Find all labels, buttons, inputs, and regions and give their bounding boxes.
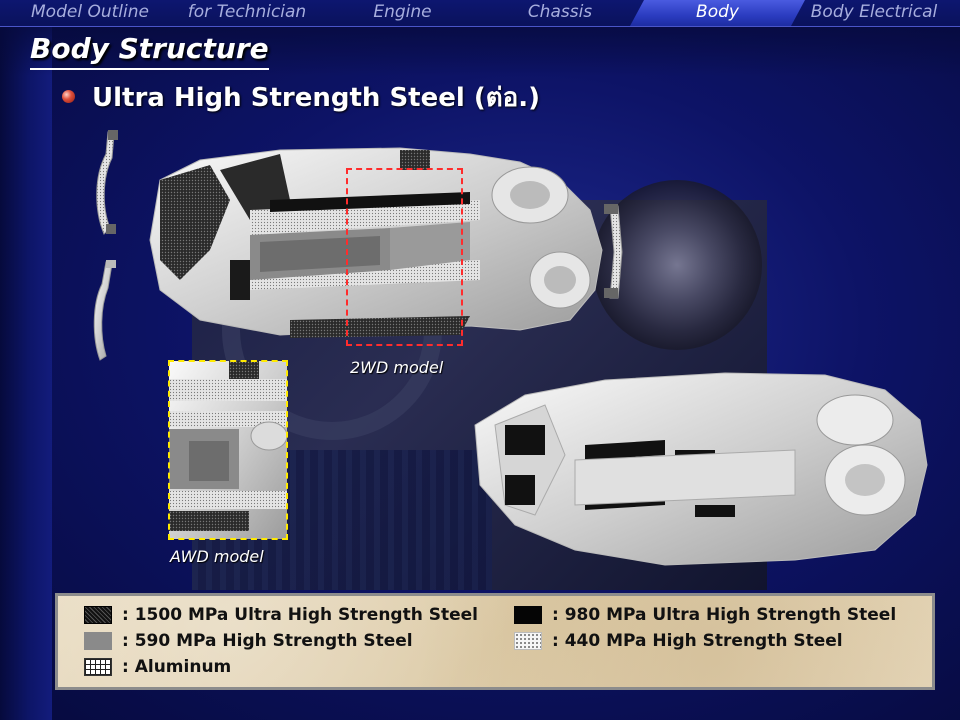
material-legend: : 1500 MPa Ultra High Strength Steel : 9…	[55, 593, 935, 690]
page-title: Body Structure	[30, 30, 269, 70]
awd-detail-image	[169, 361, 287, 539]
legend-label: : Aluminum	[122, 657, 232, 677]
legend-label: : 440 MPa High Strength Steel	[552, 631, 843, 651]
bullet-icon	[62, 90, 75, 103]
rear-bumper-reinforcement-image	[93, 260, 116, 361]
legend-label: : 590 MPa High Strength Steel	[122, 631, 413, 651]
tab-body[interactable]: Body	[630, 0, 805, 26]
grid-swatch-icon	[84, 658, 112, 676]
left-decor-band	[0, 26, 52, 720]
tab-engine[interactable]: Engine	[373, 2, 432, 22]
tab-body-electrical[interactable]: Body Electrical	[810, 2, 938, 22]
2wd-model-label: 2WD model	[350, 358, 444, 377]
awd-highlight-box	[168, 360, 288, 540]
black-swatch-icon	[514, 606, 542, 624]
2wd-body-structure-image	[149, 147, 603, 338]
front-bumper-reinforcement-image	[96, 130, 118, 235]
legend-label: : 1500 MPa Ultra High Strength Steel	[122, 605, 478, 625]
tab-chassis[interactable]: Chassis	[527, 2, 593, 22]
2wd-highlight-box	[346, 168, 463, 346]
tab-model-outline[interactable]: Model Outline	[31, 2, 149, 22]
legend-label: : 980 MPa Ultra High Strength Steel	[552, 605, 897, 625]
gray-swatch-icon	[84, 632, 112, 650]
crosshatch-swatch-icon	[84, 606, 112, 624]
side-bumper-reinforcement-image	[604, 204, 623, 299]
awd-body-structure-image	[474, 372, 928, 566]
top-shadow	[0, 26, 960, 76]
tab-for-technician[interactable]: for Technician	[187, 2, 307, 22]
awd-model-label: AWD model	[170, 547, 264, 566]
top-nav: Model Outline for Technician Engine Chas…	[0, 0, 960, 27]
dotted-swatch-icon	[514, 632, 542, 650]
section-subtitle: Ultra High Strength Steel (ต่อ.)	[92, 83, 540, 113]
